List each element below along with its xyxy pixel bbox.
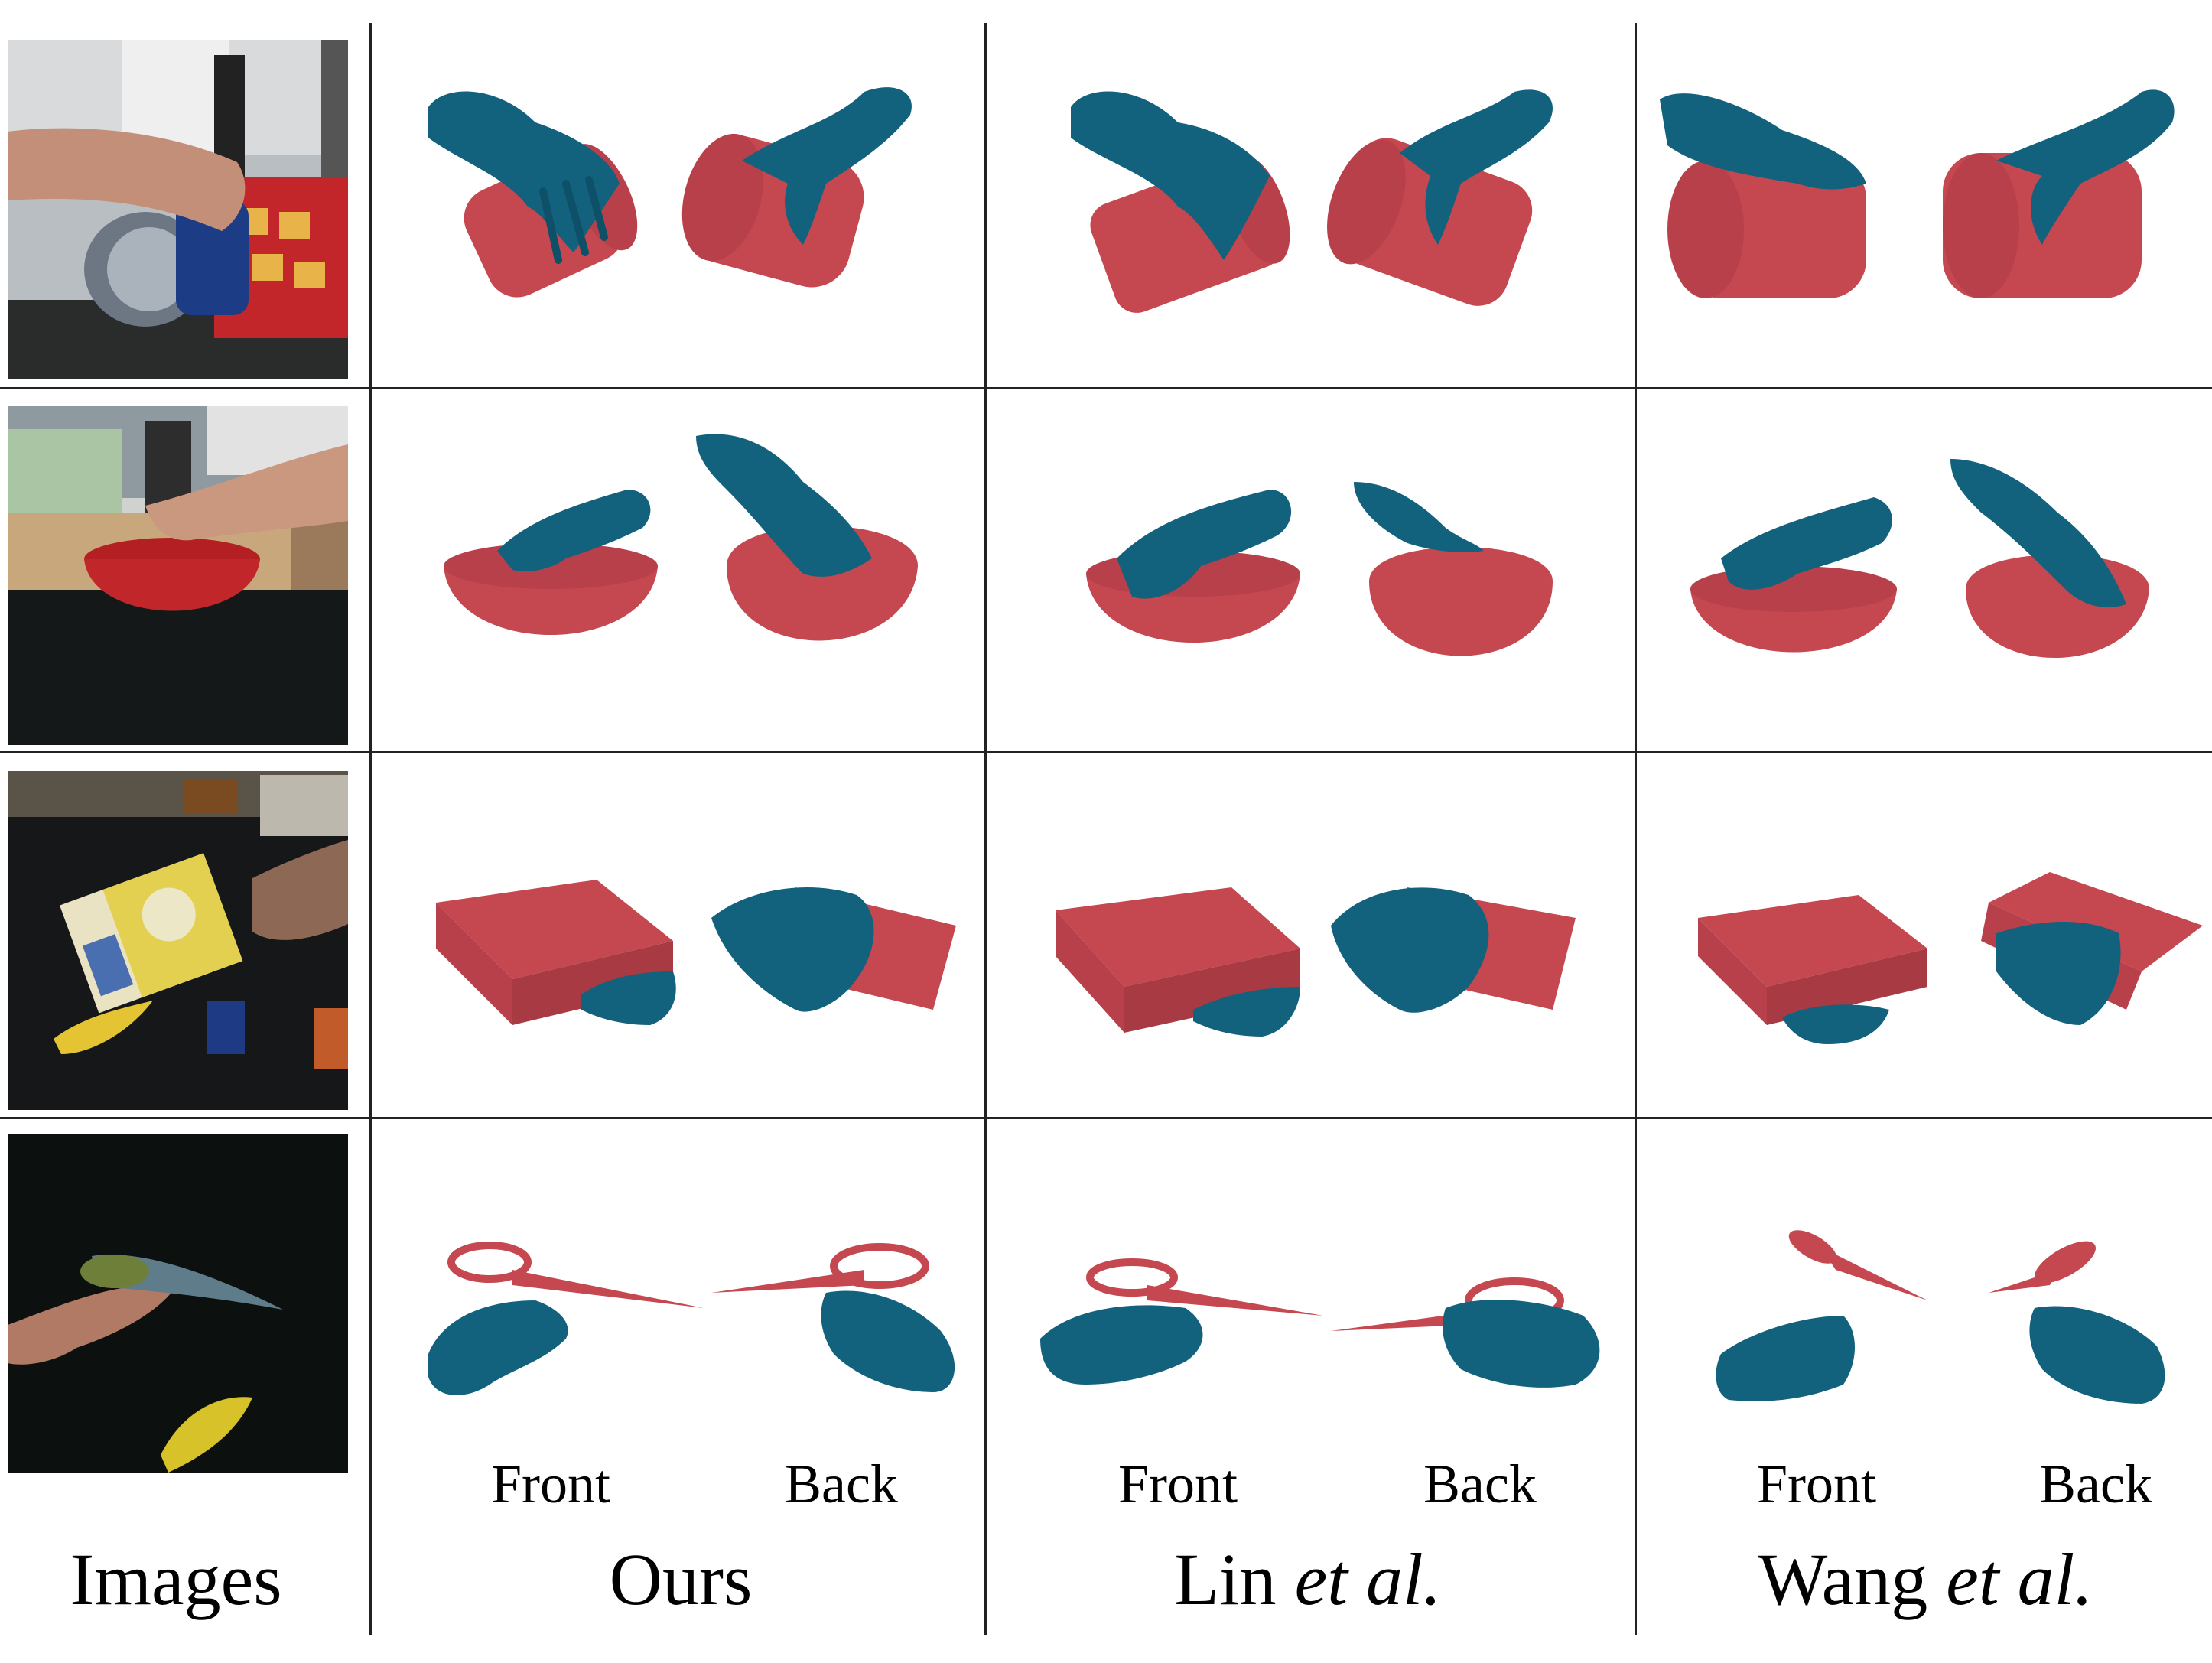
view-label-back-wang: Back <box>2039 1453 2152 1515</box>
render-wang-back-bowl <box>1943 444 2172 696</box>
input-photo-scissors <box>8 1134 348 1473</box>
column-label-ours: Ours <box>609 1538 753 1620</box>
render-lin-back-scissors <box>1331 1255 1614 1423</box>
render-lin-front-scissors <box>1033 1255 1323 1423</box>
render-ours-back-box <box>704 872 964 1040</box>
input-photo-can <box>8 40 348 379</box>
render-wang-front-box <box>1690 880 1935 1048</box>
column-label-wang-name: Wang <box>1758 1538 1947 1620</box>
render-ours-back-bowl <box>688 421 933 696</box>
render-ours-front-scissors <box>421 1239 704 1423</box>
input-photo-box <box>8 771 348 1110</box>
horizontal-rule-3 <box>0 1117 2212 1119</box>
horizontal-rule-2 <box>0 751 2212 753</box>
view-label-front-wang: Front <box>1756 1453 1877 1515</box>
render-ours-front-can <box>413 76 665 321</box>
view-label-front-lin: Front <box>1117 1453 1238 1515</box>
render-lin-back-box <box>1323 872 1583 1040</box>
render-wang-back-scissors <box>1989 1224 2188 1415</box>
column-label-lin-name: Lin <box>1174 1538 1295 1620</box>
render-lin-front-box <box>1048 872 1308 1048</box>
render-ours-front-box <box>428 864 688 1040</box>
input-photo-bowl <box>8 406 348 745</box>
vertical-rule-2 <box>984 23 987 1635</box>
vertical-rule-3 <box>1635 23 1637 1635</box>
view-label-back-lin: Back <box>1423 1453 1537 1515</box>
render-wang-back-box <box>1973 857 2203 1040</box>
view-label-back-ours: Back <box>785 1453 898 1515</box>
render-lin-front-bowl <box>1078 474 1308 688</box>
column-label-lin: Lin et al. <box>994 1538 1622 1622</box>
render-ours-back-can <box>673 76 925 321</box>
render-wang-back-can <box>1927 76 2180 321</box>
render-lin-back-can <box>1316 76 1568 329</box>
column-label-lin-etal: et al. <box>1294 1538 1442 1620</box>
render-lin-back-bowl <box>1346 467 1576 696</box>
render-lin-front-can <box>1063 76 1316 329</box>
column-label-images: Images <box>70 1538 282 1620</box>
view-label-front-ours: Front <box>490 1453 611 1515</box>
horizontal-rule-1 <box>0 387 2212 389</box>
render-ours-back-scissors <box>711 1239 979 1423</box>
render-wang-front-bowl <box>1683 482 1905 696</box>
column-label-wang: Wang et al. <box>1644 1538 2207 1622</box>
column-label-wang-etal: et al. <box>1946 1538 2093 1620</box>
render-wang-front-scissors <box>1706 1224 1950 1415</box>
render-wang-front-can <box>1652 76 1905 321</box>
render-ours-front-bowl <box>436 474 665 688</box>
vertical-rule-1 <box>369 23 372 1635</box>
